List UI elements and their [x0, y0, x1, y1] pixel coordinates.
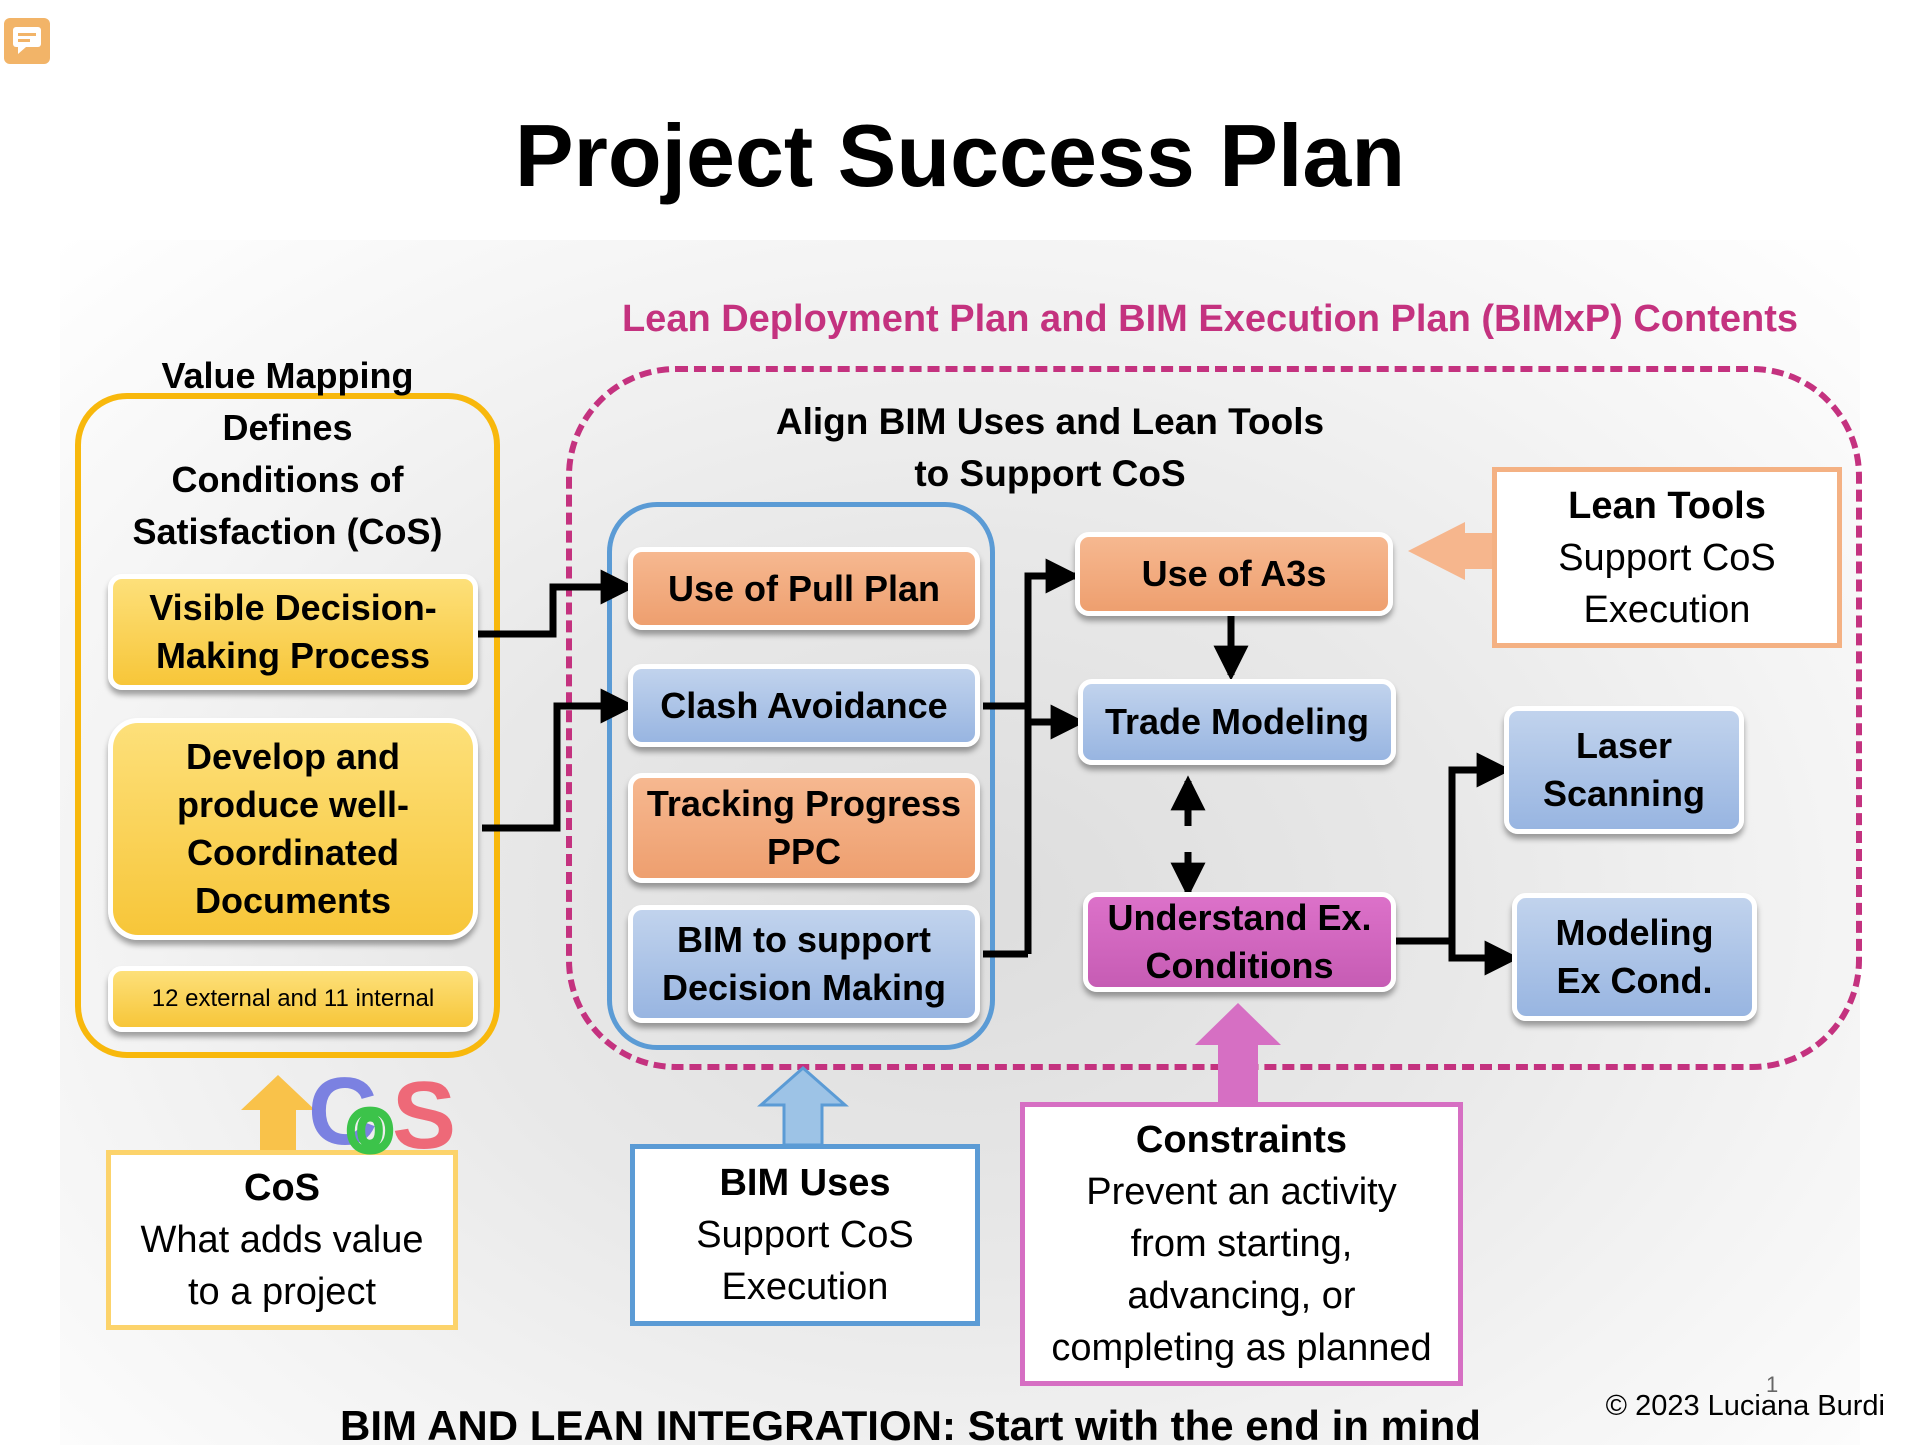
constraints-block-arrow: [1195, 1003, 1281, 1106]
bim-uses-legend: BIM Uses Support CoS Execution: [630, 1144, 980, 1326]
arrow-to-laser: [1448, 752, 1512, 941]
logo-letter-o: o: [348, 1086, 392, 1162]
cos-legend: CoS What adds value to a project: [106, 1150, 458, 1330]
cos-logo: C S o: [308, 1058, 456, 1162]
copyright: © 2023 Luciana Burdi: [1605, 1390, 1885, 1422]
arrow-to-a3s: [1024, 558, 1081, 954]
logo-letter-c: C: [308, 1058, 377, 1162]
value-mapping-title: Value Mapping Defines Conditions of Sati…: [132, 355, 443, 552]
constraints-legend: Constraints Prevent an activity from sta…: [1020, 1102, 1463, 1386]
page-title: Project Success Plan: [514, 106, 1406, 205]
lean-tools-legend: Lean Tools Support CoS Execution: [1492, 467, 1842, 648]
bimxp-contents-frame: [566, 366, 1862, 1070]
understand-conditions-box: Understand Ex.Conditions: [1083, 892, 1396, 992]
comment-icon[interactable]: [4, 18, 50, 64]
bim-uses-frame: [607, 502, 995, 1050]
bim-uses-block-arrow: [757, 1066, 849, 1147]
lean-deployment-header: Lean Deployment Plan and BIM Execution P…: [621, 298, 1799, 340]
visible-decision-box: Visible Decision-Making Process: [108, 574, 478, 690]
trade-modeling-box: Trade Modeling: [1078, 679, 1396, 765]
lean-tools-block-arrow: [1408, 522, 1492, 580]
cos-count-box: 12 external and 11 internal: [108, 966, 478, 1032]
page-number: 1: [1766, 1372, 1779, 1397]
logo-letter-s: S: [392, 1062, 456, 1162]
pull-plan-box: Use of Pull Plan: [628, 547, 980, 630]
footer-tagline: BIM AND LEAN INTEGRATION: Start with the…: [340, 1402, 1481, 1445]
cos-block-arrow: [241, 1075, 315, 1150]
arrow-to-modeling: [1448, 940, 1520, 976]
arrow-visible-to-pullplan: [477, 569, 636, 638]
arrow-develop-to-clash: [482, 688, 636, 832]
align-title: Align BIM Uses and Lean Tools to Support…: [775, 401, 1325, 494]
clash-avoidance-box: Clash Avoidance: [628, 664, 980, 747]
value-mapping-frame: [75, 393, 500, 1058]
a3s-box: Use of A3s: [1075, 532, 1393, 616]
